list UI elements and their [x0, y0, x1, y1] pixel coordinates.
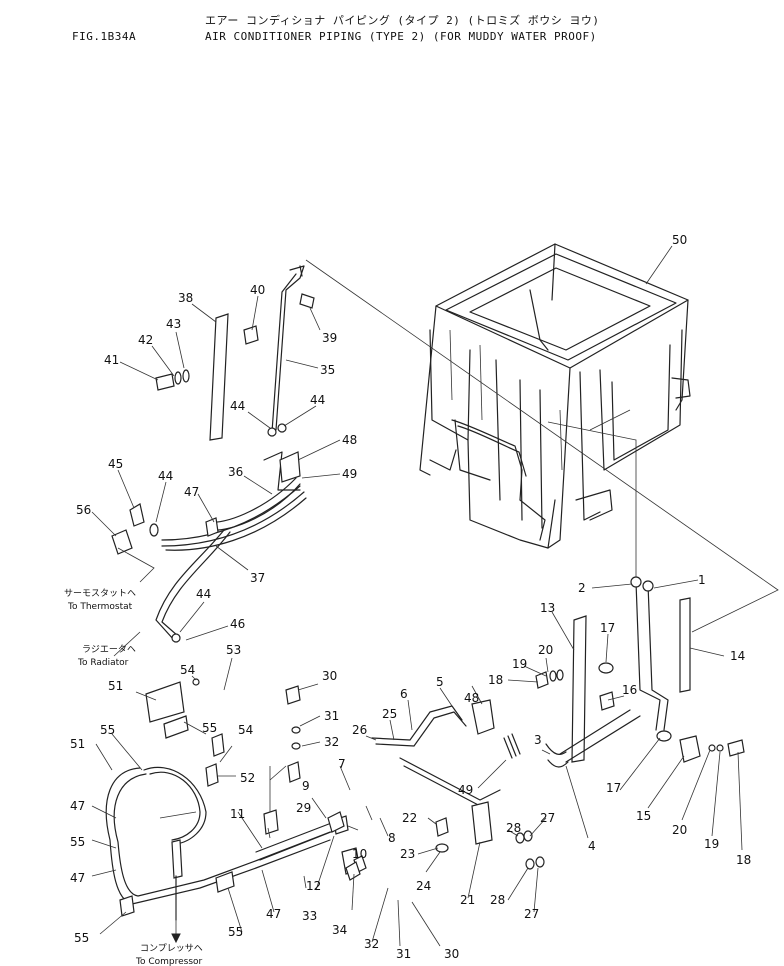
callout-15: 15 — [636, 809, 651, 823]
compressor-label-jp: コンプレッサヘ — [140, 943, 203, 954]
callout-26: 26 — [352, 723, 367, 737]
callout-8: 8 — [388, 831, 396, 845]
callout-34: 34 — [332, 923, 347, 937]
callout-28-b: 28 — [490, 893, 505, 907]
callout-53: 53 — [226, 643, 241, 657]
callout-24: 24 — [416, 879, 431, 893]
thermostat-label-en: To Thermostat — [67, 602, 133, 612]
callout-45: 45 — [108, 457, 123, 471]
callout-31-a: 31 — [324, 709, 339, 723]
callout-55-c: 55 — [70, 835, 85, 849]
title-english: AIR CONDITIONER PIPING (TYPE 2) (FOR MUD… — [205, 30, 597, 43]
callout-4: 4 — [588, 839, 596, 853]
callout-23: 23 — [400, 847, 415, 861]
middle-pipes-drawing — [263, 685, 545, 881]
callout-6: 6 — [400, 687, 408, 701]
title-japanese: エアー コンディショナ パイピング (タイプ 2) (トロミズ ボウシ ヨウ) — [205, 14, 600, 27]
callout-54-a: 54 — [180, 663, 195, 677]
callout-2: 2 — [578, 581, 586, 595]
callout-16: 16 — [622, 683, 637, 697]
callout-32-b: 32 — [364, 937, 379, 951]
callout-49-a: 49 — [342, 467, 357, 481]
callout-51-a: 51 — [108, 679, 123, 693]
callout-54-b: 54 — [238, 723, 253, 737]
callout-56: 56 — [76, 503, 91, 517]
callout-1: 1 — [698, 573, 706, 587]
callout-50: 50 — [672, 233, 687, 247]
callout-19-a: 19 — [512, 657, 527, 671]
callout-55-a: 55 — [100, 723, 115, 737]
callout-27-a: 27 — [540, 811, 555, 825]
callout-14: 14 — [730, 649, 745, 663]
callout-47-d: 47 — [266, 907, 281, 921]
callout-20-a: 20 — [538, 643, 553, 657]
callout-43: 43 — [166, 317, 181, 331]
callout-44-c: 44 — [158, 469, 173, 483]
callout-numbers: 50 38 40 39 35 42 43 41 44 44 48 49 45 4… — [70, 233, 751, 961]
callout-29: 29 — [296, 801, 311, 815]
callout-55-e: 55 — [228, 925, 243, 939]
callout-46: 46 — [230, 617, 245, 631]
callout-18-a: 18 — [488, 673, 503, 687]
callout-32-a: 32 — [324, 735, 339, 749]
radiator-label-en: To Radiator — [77, 658, 129, 668]
upper-pipe-bracket-drawing — [155, 265, 315, 441]
callout-10: 10 — [352, 847, 367, 861]
callout-3: 3 — [534, 733, 542, 747]
callout-27-b: 27 — [524, 907, 539, 921]
callout-33: 33 — [302, 909, 317, 923]
figure-number: FIG.1B34A — [72, 30, 137, 43]
destination-arrows — [113, 547, 181, 944]
callout-52: 52 — [240, 771, 255, 785]
callout-48-b: 48 — [464, 691, 479, 705]
callout-47-c: 47 — [70, 871, 85, 885]
callout-40: 40 — [250, 283, 265, 297]
callout-30-b: 30 — [444, 947, 459, 961]
hose-bundle-drawing — [111, 451, 307, 643]
callout-38: 38 — [178, 291, 193, 305]
cab-frame-drawing — [419, 243, 691, 549]
callout-9: 9 — [302, 779, 310, 793]
right-pipe-assembly-drawing — [535, 576, 745, 768]
callout-55-d: 55 — [74, 931, 89, 945]
radiator-label-jp: ラジエータヘ — [82, 644, 136, 655]
callout-44-d: 44 — [196, 587, 211, 601]
callout-44-a: 44 — [230, 399, 245, 413]
callout-51-b: 51 — [70, 737, 85, 751]
callout-17-a: 17 — [600, 621, 615, 635]
callout-20-b: 20 — [672, 823, 687, 837]
callout-31-b: 31 — [396, 947, 411, 961]
callout-11: 11 — [230, 807, 245, 821]
callout-55-b: 55 — [202, 721, 217, 735]
callout-25: 25 — [382, 707, 397, 721]
callout-7: 7 — [338, 757, 346, 771]
callout-35: 35 — [320, 363, 335, 377]
callout-48-a: 48 — [342, 433, 357, 447]
compressor-label-en: To Compressor — [135, 957, 203, 966]
callout-41: 41 — [104, 353, 119, 367]
callout-42: 42 — [138, 333, 153, 347]
callout-30-a: 30 — [322, 669, 337, 683]
callout-18-b: 18 — [736, 853, 751, 867]
callout-22: 22 — [402, 811, 417, 825]
callout-44-b: 44 — [310, 393, 325, 407]
callout-47-a: 47 — [184, 485, 199, 499]
callout-21: 21 — [460, 893, 475, 907]
callout-5: 5 — [436, 675, 444, 689]
callout-37: 37 — [250, 571, 265, 585]
callout-36: 36 — [228, 465, 243, 479]
callout-39: 39 — [322, 331, 337, 345]
callout-47-b: 47 — [70, 799, 85, 813]
callout-13: 13 — [540, 601, 555, 615]
callout-17-b: 17 — [606, 781, 621, 795]
callout-28-a: 28 — [506, 821, 521, 835]
thermostat-label-jp: サーモスタットヘ — [64, 588, 136, 599]
callout-19-b: 19 — [704, 837, 719, 851]
callout-49-b: 49 — [458, 783, 473, 797]
callout-12: 12 — [306, 879, 321, 893]
leader-lines — [91, 245, 743, 947]
